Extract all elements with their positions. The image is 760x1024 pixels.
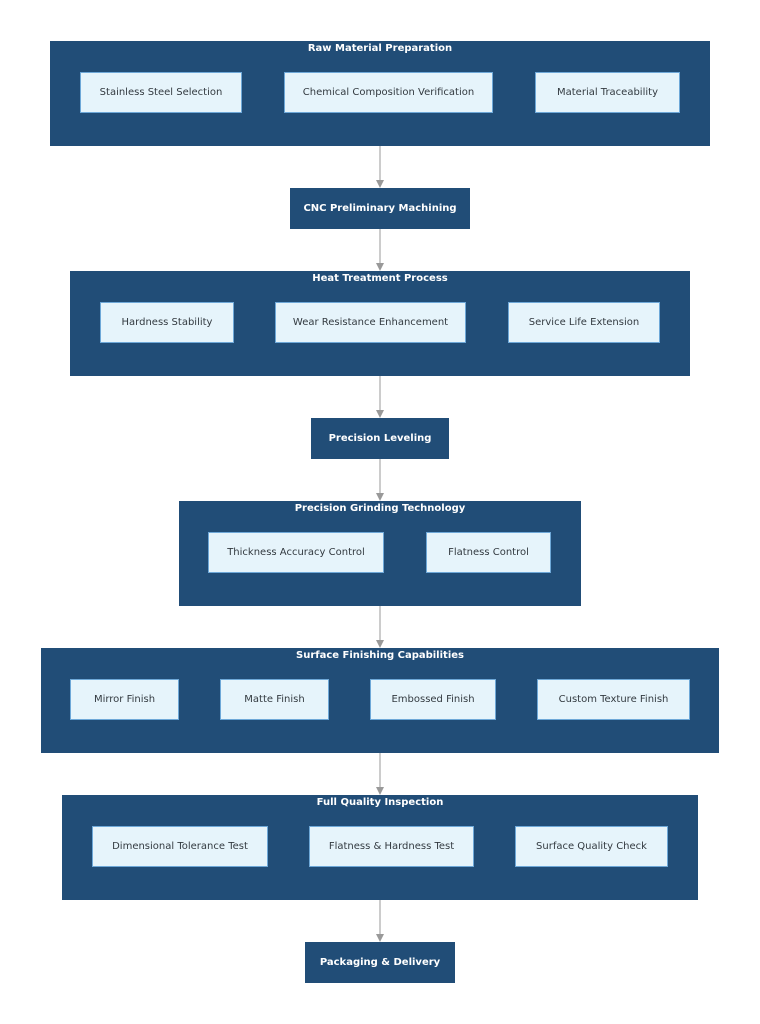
heat-treatment-group: Heat Treatment Process Hardness Stabilit…: [70, 271, 690, 376]
flatness-control-node: Flatness Control: [426, 532, 551, 573]
grinding-group: Precision Grinding Technology Thickness …: [179, 501, 581, 606]
raw-material-group: Raw Material Preparation Stainless Steel…: [50, 41, 710, 146]
heat-treatment-title: Heat Treatment Process: [312, 273, 448, 284]
finishing-group: Surface Finishing Capabilities Mirror Fi…: [41, 648, 719, 753]
inspection-group: Full Quality Inspection Dimensional Tole…: [62, 795, 698, 900]
thickness-accuracy-control-node: Thickness Accuracy Control: [208, 532, 384, 573]
hardness-stability-node: Hardness Stability: [100, 302, 234, 343]
cnc-preliminary-machining-node: CNC Preliminary Machining: [290, 188, 470, 229]
material-traceability-node: Material Traceability: [535, 72, 680, 113]
raw-material-title: Raw Material Preparation: [307, 43, 453, 54]
inspection-title: Full Quality Inspection: [316, 797, 444, 808]
matte-finish-node: Matte Finish: [220, 679, 329, 720]
chemical-composition-verification-node: Chemical Composition Verification: [284, 72, 493, 113]
custom-texture-finish-node: Custom Texture Finish: [537, 679, 690, 720]
surface-quality-check-node: Surface Quality Check: [515, 826, 668, 867]
flatness-hardness-test-node: Flatness & Hardness Test: [309, 826, 474, 867]
stainless-steel-selection-node: Stainless Steel Selection: [80, 72, 242, 113]
finishing-title: Surface Finishing Capabilities: [296, 650, 464, 661]
embossed-finish-node: Embossed Finish: [370, 679, 496, 720]
packaging-delivery-node: Packaging & Delivery: [305, 942, 455, 983]
mirror-finish-node: Mirror Finish: [70, 679, 179, 720]
grinding-title: Precision Grinding Technology: [294, 503, 466, 514]
dimensional-tolerance-test-node: Dimensional Tolerance Test: [92, 826, 268, 867]
service-life-extension-node: Service Life Extension: [508, 302, 660, 343]
precision-leveling-node: Precision Leveling: [311, 418, 449, 459]
wear-resistance-enhancement-node: Wear Resistance Enhancement: [275, 302, 466, 343]
